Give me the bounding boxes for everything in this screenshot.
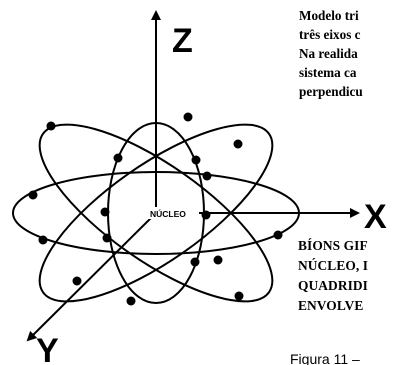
- figure-caption: Figura 11 –: [290, 350, 398, 365]
- particle: [202, 171, 212, 181]
- particle: [191, 155, 201, 165]
- caption-line: sistema ca: [299, 65, 357, 80]
- orbit-tilted-left: [38, 123, 274, 303]
- nucleus-label: NÚCLEO: [150, 208, 186, 219]
- particle: [233, 139, 243, 149]
- orbit-tilted-right: [38, 123, 274, 303]
- top-caption: Modelo tri três eixos c Na realida siste…: [299, 6, 398, 130]
- x-axis-label: X: [364, 198, 387, 236]
- particle: [273, 230, 283, 240]
- particle: [213, 255, 223, 265]
- bions-caption: BÍONS GIF NÚCLEO, I QUADRIDI ENVOLVE: [298, 236, 398, 332]
- particle: [72, 276, 82, 286]
- caption-line: QUADRIDI: [298, 278, 368, 293]
- caption-line: Modelo tri: [299, 8, 359, 23]
- particle: [38, 235, 48, 245]
- particle: [234, 291, 244, 301]
- z-axis-label: Z: [172, 22, 193, 60]
- caption-line: ENVOLVE: [298, 298, 364, 313]
- particle: [102, 233, 112, 243]
- caption-line: perpendicu: [299, 84, 363, 99]
- particle: [46, 121, 56, 131]
- y-axis-label: Y: [36, 332, 59, 365]
- particle: [113, 153, 123, 163]
- particle: [190, 257, 200, 267]
- particle: [100, 207, 110, 217]
- particle: [126, 296, 136, 306]
- particle: [201, 210, 211, 220]
- caption-line: três eixos c: [299, 27, 361, 42]
- caption-line: NÚCLEO, I: [298, 258, 369, 273]
- particle: [28, 190, 38, 200]
- caption-line: Na realida: [299, 46, 358, 61]
- particle: [183, 112, 193, 122]
- caption-line: BÍONS GIF: [298, 238, 368, 253]
- y-axis-line: [26, 212, 157, 342]
- nucleus-box: [147, 207, 199, 219]
